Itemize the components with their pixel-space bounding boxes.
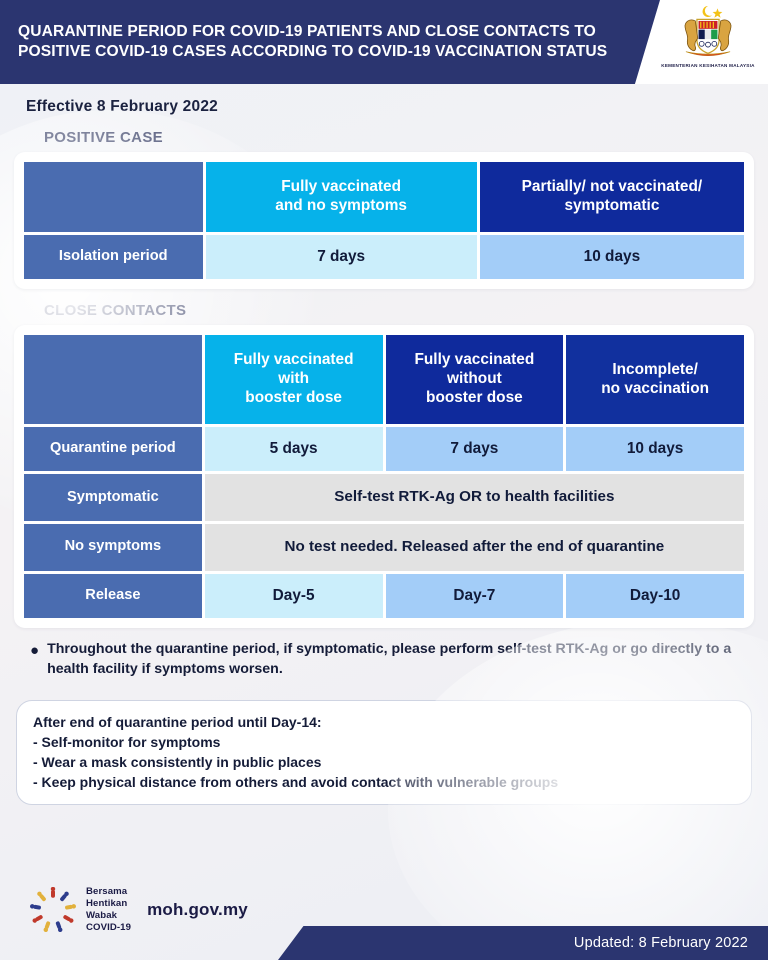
positive-header-fv-line2: and no symptoms [275,196,407,214]
positive-header-fully-vaccinated: Fully vaccinated and no symptoms [205,162,477,232]
close-header-no-booster: Fully vaccinated without booster dose [385,335,564,424]
release-no-booster: Day-7 [385,573,564,619]
updated-date: Updated: 8 February 2022 [573,935,748,951]
close-header-booster-line3: booster dose [245,388,342,406]
row-label-symptomatic: Symptomatic [24,474,202,522]
table-row-header: Fully vaccinated and no symptoms Partial… [24,162,744,232]
isolation-period-fully-vaccinated: 7 days [205,234,477,280]
row-label-isolation-period: Isolation period [24,234,203,280]
campaign-line-2: Hentikan [86,898,128,910]
note-line-1: After end of quarantine period until Day… [33,713,322,730]
campaign-line-1: Bersama [86,886,128,898]
row-label-release: Release [24,573,202,619]
footer-bar: Updated: 8 February 2022 [278,926,768,960]
bullet-note-text: Throughout the quarantine period, if sym… [47,641,732,677]
close-header-booster-line1: Fully vaccinated [233,351,354,369]
row-label-no-symptoms: No symptoms [24,524,202,571]
quarantine-period-incomplete: 10 days [566,426,744,472]
footer-branding: Bersama Hentikan Wabak COVID-19 moh.gov.… [30,886,248,934]
effective-date: Effective 8 February 2022 [26,98,218,115]
section-title-positive-case: POSITIVE CASE [44,129,163,146]
header-banner: QUARANTINE PERIOD FOR COVID-19 PATIENTS … [0,0,660,84]
close-header-incomplete-line2: no vaccination [601,379,709,397]
release-incomplete: Day-10 [566,573,744,619]
page-title: QUARANTINE PERIOD FOR COVID-19 PATIENTS … [18,23,608,60]
campaign-text: Bersama Hentikan Wabak COVID-19 [86,886,131,934]
symptomatic-instruction: Self-test RTK-Ag OR to health facilities [204,474,744,522]
bersama-hentikan-wabak-icon [30,887,76,933]
table-row: Symptomatic Self-test RTK-Ag OR to healt… [24,474,744,522]
bullet-note: ● Throughout the quarantine period, if s… [30,640,742,679]
close-header-booster: Fully vaccinated with booster dose [204,335,383,424]
positive-header-partially-vaccinated: Partially/ not vaccinated/ symptomatic [479,162,744,232]
table-row: Release Day-5 Day-7 Day-10 [24,573,744,619]
close-header-no-booster-line2: without [447,370,502,388]
positive-header-fv-line1: Fully vaccinated [281,178,402,195]
ministry-logo: KEMENTERIAN KESIHATAN MALAYSIA [656,2,760,82]
positive-header-blank [24,162,203,232]
bullet-dot-icon: ● [30,642,40,660]
close-header-incomplete: Incomplete/ no vaccination [566,335,744,424]
campaign-line-3: Wabak [86,910,118,922]
positive-case-table: Fully vaccinated and no symptoms Partial… [21,159,747,282]
footer: Bersama Hentikan Wabak COVID-19 moh.gov.… [0,886,768,960]
close-contacts-card: Fully vaccinated with booster dose Fully… [14,325,754,629]
campaign-line-4: COVID-19 [86,922,132,934]
note-line-2: - Self-monitor for symptoms [33,733,221,750]
positive-header-pv-line1: Partially/ not vaccinated/ [521,178,703,195]
table-row: Quarantine period 5 days 7 days 10 days [24,426,744,472]
close-header-blank [24,335,202,424]
release-booster: Day-5 [204,573,383,619]
close-header-incomplete-line1: Incomplete/ [612,360,698,378]
isolation-period-partially-vaccinated: 10 days [479,234,744,280]
malaysia-coat-of-arms-icon [684,5,732,56]
close-contacts-table: Fully vaccinated with booster dose Fully… [21,332,747,621]
positive-case-card: Fully vaccinated and no symptoms Partial… [14,152,754,290]
close-header-no-booster-line1: Fully vaccinated [414,351,535,369]
quarantine-period-no-booster: 7 days [385,426,564,472]
quarantine-period-booster: 5 days [204,426,383,472]
no-symptoms-instruction: No test needed. Released after the end o… [204,524,744,571]
table-row: No symptoms No test needed. Released aft… [24,524,744,571]
close-header-booster-line2: with [278,370,310,388]
note-line-4: - Keep physical distance from others and… [33,774,559,790]
moh-website-url[interactable]: moh.gov.my [147,900,248,920]
post-quarantine-note-box: After end of quarantine period until Day… [16,699,752,806]
positive-header-pv-line2: symptomatic [564,196,660,214]
table-row-header: Fully vaccinated with booster dose Fully… [24,335,744,424]
ministry-logo-caption: KEMENTERIAN KESIHATAN MALAYSIA [661,63,755,68]
note-line-3: - Wear a mask consistently in public pla… [33,753,322,770]
close-header-no-booster-line3: booster dose [426,388,523,406]
header: QUARANTINE PERIOD FOR COVID-19 PATIENTS … [0,0,768,84]
row-label-quarantine-period: Quarantine period [24,426,202,472]
section-title-close-contacts: CLOSE CONTACTS [44,302,187,320]
table-row: Isolation period 7 days 10 days [24,234,744,280]
